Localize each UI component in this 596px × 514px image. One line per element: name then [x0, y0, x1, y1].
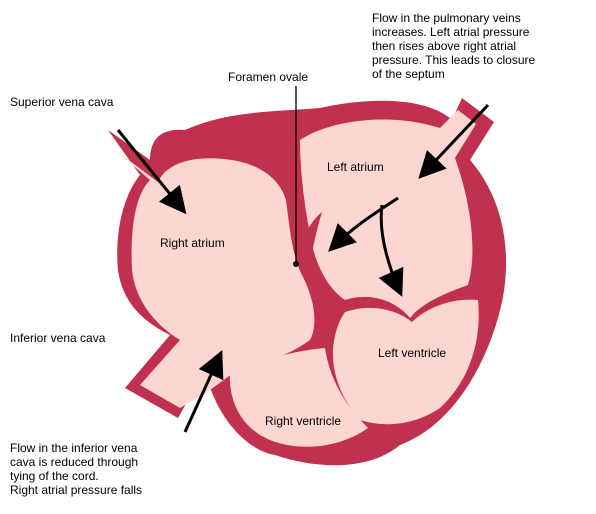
left-ventricle-chamber	[333, 300, 479, 425]
label-inferior-vena-cava: Inferior vena cava	[10, 331, 105, 345]
label-pulmonary-note: Flow in the pulmonary veins increases. L…	[372, 11, 535, 81]
label-foramen-ovale: Foramen ovale	[228, 70, 308, 84]
label-right-atrium: Right atrium	[160, 236, 225, 250]
label-right-ventricle: Right ventricle	[265, 414, 341, 428]
label-left-atrium: Left atrium	[327, 160, 384, 174]
label-left-ventricle: Left ventricle	[378, 346, 446, 360]
foramen-ovale-dot	[293, 261, 299, 267]
label-inferior-note: Flow in the inferior vena cava is reduce…	[10, 441, 142, 497]
label-superior-vena-cava: Superior vena cava	[10, 95, 113, 109]
